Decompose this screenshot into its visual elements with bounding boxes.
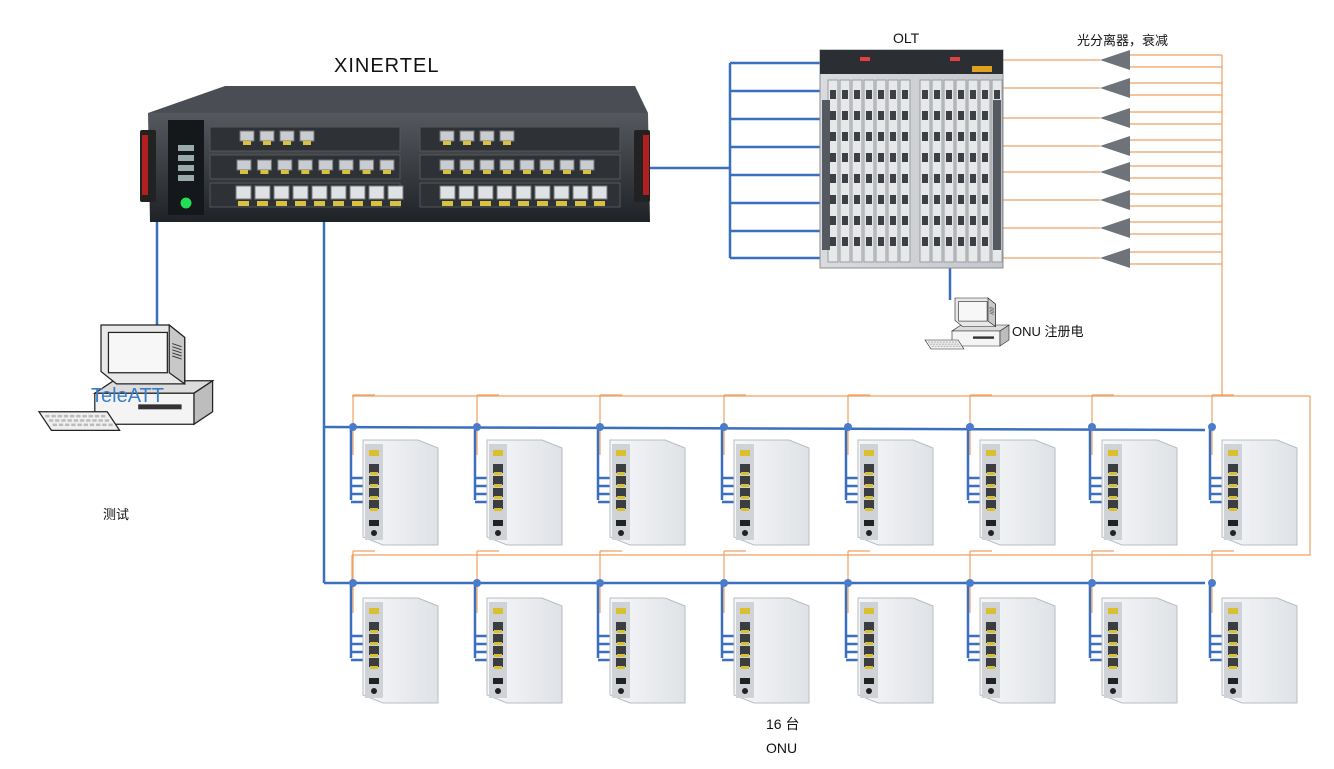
onu-device (844, 550, 934, 704)
olt-to-splitter-fibers (1003, 59, 1100, 259)
teleatt-label: TeleATT (91, 385, 164, 407)
onu-device (720, 394, 810, 546)
onu-device (844, 394, 934, 546)
onu-device (966, 550, 1056, 704)
splitter-icon (1100, 190, 1130, 210)
test-pc-label: 测试 (103, 507, 130, 522)
splitter-label: 光分离器，衰减 (1077, 33, 1169, 48)
splitter-out-fibers (1130, 54, 1222, 265)
olt-port-links (730, 61, 822, 260)
onu-device (1088, 550, 1178, 704)
onu-device (1088, 394, 1178, 546)
onu-register-label: ONU 注册电 (1012, 324, 1084, 339)
splitter-icon (1100, 136, 1130, 156)
splitter-icon (1100, 162, 1130, 182)
fiber-links (351, 54, 1311, 590)
onu-bus-row-1 (323, 425, 1206, 432)
onu-device (349, 394, 439, 546)
onu-device (473, 394, 563, 546)
onu-device (966, 394, 1056, 546)
splitter-icon (1100, 108, 1130, 128)
test-pc-icon (37, 323, 215, 432)
ethernet-links (155, 61, 1206, 585)
onu-register-pc-icon (924, 297, 1010, 350)
onu-label: ONU (766, 740, 798, 756)
splitter-icon (1100, 78, 1130, 98)
onu-device (349, 550, 439, 704)
splitter-icon (1100, 50, 1130, 70)
splitter-icon (1100, 218, 1130, 238)
onu-device (473, 550, 563, 704)
splitter-icon (1100, 248, 1130, 268)
onu-count-label: 16 台 (766, 716, 800, 732)
onu-device (596, 550, 686, 704)
onu-device (720, 550, 810, 704)
xinertel-label: XINERTEL (334, 55, 440, 77)
olt-label: OLT (893, 30, 920, 46)
xinertel-chassis (140, 86, 650, 222)
onu-device (1208, 550, 1298, 704)
splitter-group (1100, 50, 1130, 268)
olt-chassis (819, 49, 1004, 269)
fiber-row-1-return (352, 396, 1311, 556)
onu-device (1208, 394, 1298, 546)
onu-device (596, 394, 686, 546)
